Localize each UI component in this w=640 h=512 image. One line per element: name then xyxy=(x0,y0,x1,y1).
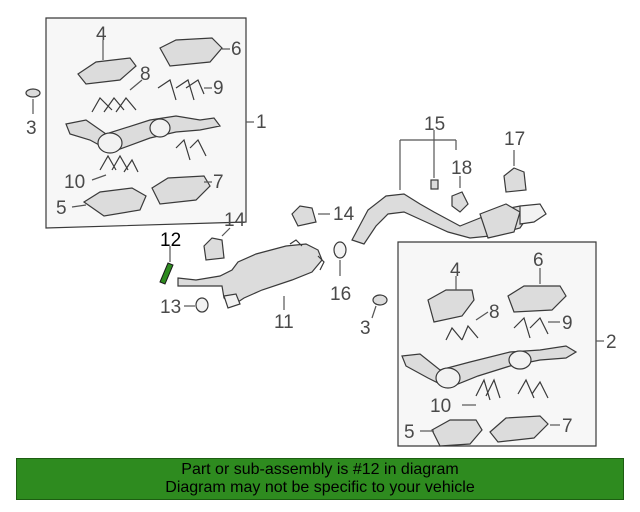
tailpipe-assembly xyxy=(351,130,547,245)
callout-3-lower: 3 xyxy=(360,318,371,339)
assembly-box-2 xyxy=(397,241,604,447)
callout-8-upper: 8 xyxy=(140,64,151,85)
callout-13: 13 xyxy=(160,297,181,318)
callout-7-upper: 7 xyxy=(213,172,224,193)
callout-9-lower: 9 xyxy=(562,313,573,334)
callout-7-lower: 7 xyxy=(562,416,573,437)
callout-18: 18 xyxy=(451,158,472,179)
converter-upper xyxy=(159,37,223,67)
callout-17: 17 xyxy=(504,129,525,150)
callout-3-upper: 3 xyxy=(26,118,37,139)
banner-line-2: Diagram may not be specific to your vehi… xyxy=(165,479,475,496)
center-muffler xyxy=(177,239,325,310)
callout-14-left: 14 xyxy=(224,210,246,231)
callout-1: 1 xyxy=(256,112,267,133)
callout-9-upper: 9 xyxy=(213,78,224,99)
callout-4-lower: 4 xyxy=(450,260,461,281)
callout-10-upper: 10 xyxy=(64,172,85,193)
callout-10-lower: 10 xyxy=(430,396,451,417)
heat-insulator-lower xyxy=(82,187,147,217)
callout-8-lower: 8 xyxy=(489,302,500,323)
callout-15: 15 xyxy=(424,114,445,135)
callout-5-lower: 5 xyxy=(404,422,415,443)
callout-11: 11 xyxy=(274,312,294,333)
assembly-box-1 xyxy=(45,17,254,229)
callout-12: 12 xyxy=(160,230,181,251)
callout-2: 2 xyxy=(606,332,617,353)
info-banner: Part or sub-assembly is #12 in diagram D… xyxy=(16,458,624,500)
exhaust-parts-diagram: 4 6 8 9 1 3 10 7 5 15 17 18 14 14 12 13 … xyxy=(25,17,617,447)
callout-6-upper: 6 xyxy=(231,39,242,60)
callout-6-lower: 6 xyxy=(533,250,544,271)
callout-14-right: 14 xyxy=(333,204,355,225)
banner-line-1: Part or sub-assembly is #12 in diagram xyxy=(181,461,459,478)
heat-insulator-upper xyxy=(77,57,137,85)
insulator-lower xyxy=(151,175,211,205)
callout-5-upper: 5 xyxy=(56,198,67,219)
callout-16: 16 xyxy=(330,284,351,305)
callout-4-upper: 4 xyxy=(96,24,107,45)
part-12-highlight xyxy=(159,246,174,285)
